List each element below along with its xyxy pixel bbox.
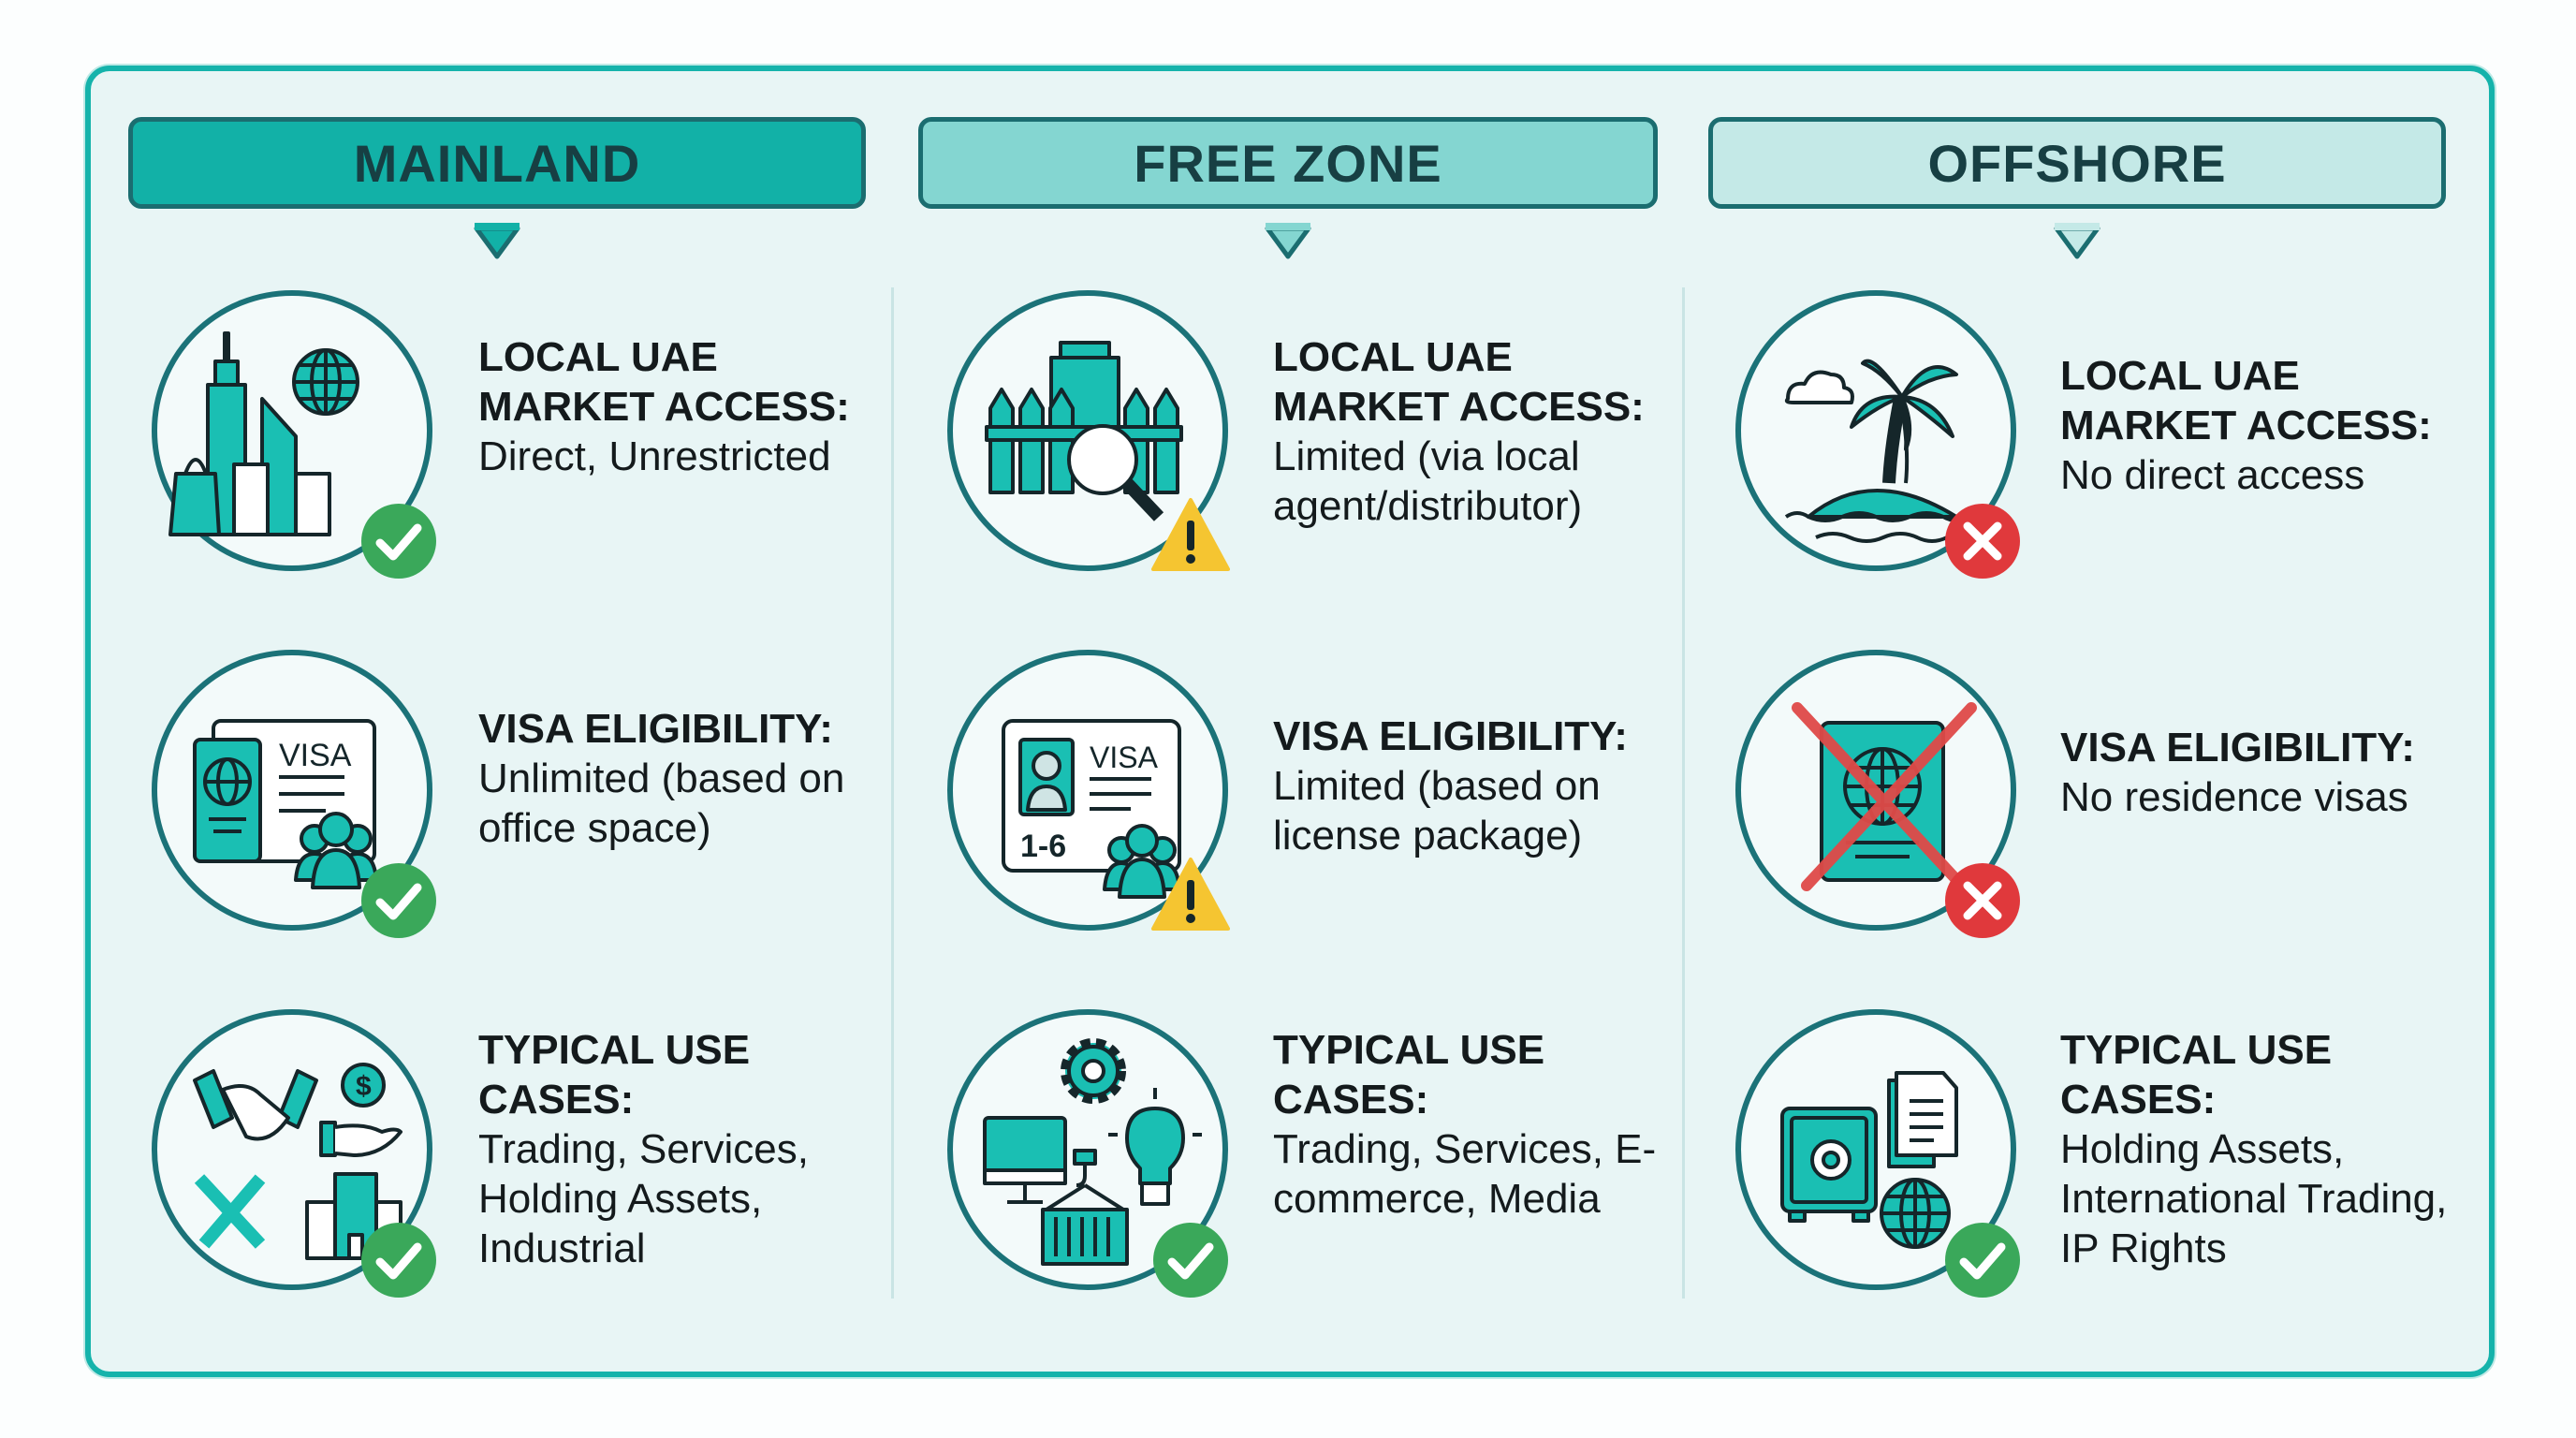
check-badge-icon <box>359 502 438 580</box>
gear-monitor-lightbulb-container-icon <box>947 1009 1228 1290</box>
feature-label: LOCAL UAE MARKET ACCESS: <box>1273 334 1645 430</box>
visa-count-text: 1-6 <box>1020 829 1066 864</box>
feature-value: Holding Assets, International Trading, I… <box>2060 1126 2448 1271</box>
feature-market-access: LOCAL UAE MARKET ACCESS: Limited (via lo… <box>1273 332 1666 531</box>
check-badge-icon <box>359 1221 438 1299</box>
header-free-zone: FREE ZONE <box>918 117 1658 259</box>
feature-market-access: LOCAL UAE MARKET ACCESS: No direct acces… <box>2060 351 2453 500</box>
feature-value: Limited (based on license package) <box>1273 763 1601 858</box>
column-divider <box>891 287 894 1299</box>
visa-text: VISA <box>279 738 352 773</box>
feature-visa-eligibility: VISA ELIGIBILITY: No residence visas <box>2060 723 2453 822</box>
header-title: MAINLAND <box>353 133 641 193</box>
feature-market-access: LOCAL UAE MARKET ACCESS: Direct, Unrestr… <box>478 332 871 481</box>
feature-use-cases: TYPICAL USE CASES: Trading, Services, Ho… <box>478 1025 871 1273</box>
feature-use-cases: TYPICAL USE CASES: Holding Assets, Inter… <box>2060 1025 2453 1273</box>
feature-use-cases: TYPICAL USE CASES: Trading, Services, E-… <box>1273 1025 1666 1224</box>
feature-value: No residence visas <box>2060 774 2408 820</box>
header-title: FREE ZONE <box>1134 133 1442 193</box>
check-badge-icon <box>359 861 438 940</box>
city-globe-shopping-icon <box>152 290 432 571</box>
feature-value: Trading, Services, Holding Assets, Indus… <box>478 1126 809 1271</box>
feature-value: Limited (via local agent/distributor) <box>1273 433 1583 529</box>
comparison-panel <box>85 66 2495 1377</box>
header-title: OFFSHORE <box>1927 133 2227 193</box>
feature-value: Unlimited (based on office space) <box>478 756 845 851</box>
feature-label: LOCAL UAE MARKET ACCESS: <box>478 334 850 430</box>
check-badge-icon <box>1151 1221 1230 1299</box>
feature-label: TYPICAL USE CASES: <box>478 1027 751 1123</box>
visa-text: VISA <box>1090 741 1159 774</box>
feature-visa-eligibility: VISA ELIGIBILITY: Limited (based on lice… <box>1273 712 1666 860</box>
island-palm-icon <box>1735 290 2016 571</box>
check-badge-icon <box>1943 1221 2022 1299</box>
column-divider <box>1682 287 1685 1299</box>
dollar-text: $ <box>356 1071 372 1102</box>
visa-card-1-6-group-icon: VISA 1-6 <box>947 650 1228 931</box>
feature-value: No direct access <box>2060 452 2365 498</box>
feature-label: LOCAL UAE MARKET ACCESS: <box>2060 353 2432 448</box>
header-mainland: MAINLAND <box>128 117 866 259</box>
feature-label: VISA ELIGIBILITY: <box>2060 725 2415 770</box>
feature-label: VISA ELIGIBILITY: <box>1273 713 1628 759</box>
feature-value: Direct, Unrestricted <box>478 433 831 479</box>
warning-badge-icon <box>1151 496 1230 575</box>
feature-label: TYPICAL USE CASES: <box>1273 1027 1545 1123</box>
cross-badge-icon <box>1943 502 2022 580</box>
feature-label: TYPICAL USE CASES: <box>2060 1027 2333 1123</box>
feature-value: Trading, Services, E-commerce, Media <box>1273 1126 1657 1222</box>
header-offshore: OFFSHORE <box>1708 117 2446 259</box>
cross-badge-icon <box>1943 861 2022 940</box>
feature-visa-eligibility: VISA ELIGIBILITY: Unlimited (based on of… <box>478 704 871 853</box>
warning-badge-icon <box>1151 856 1230 934</box>
feature-label: VISA ELIGIBILITY: <box>478 706 833 752</box>
